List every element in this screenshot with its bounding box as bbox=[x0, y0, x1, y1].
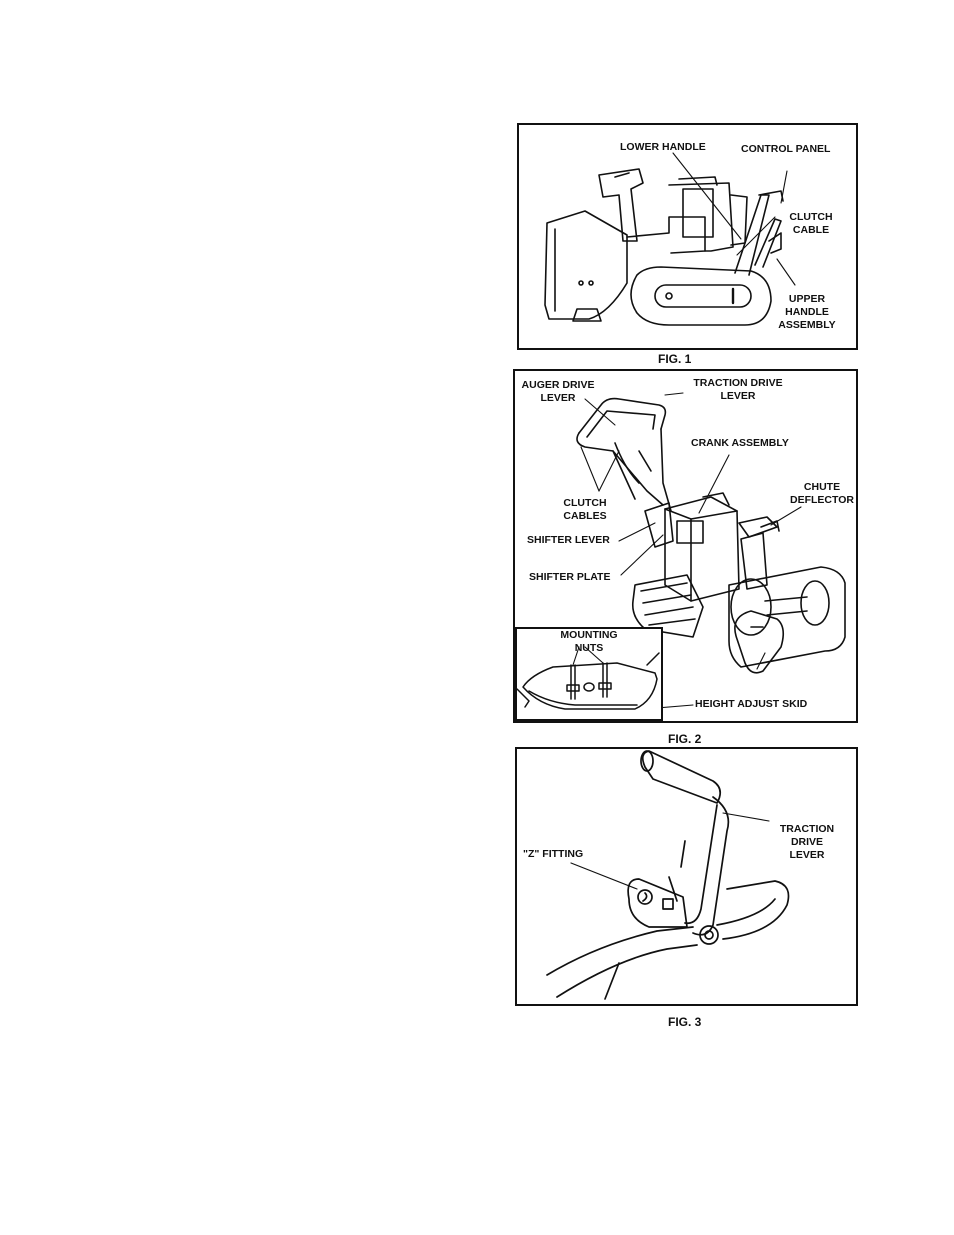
label-crank-assembly: CRANK ASSEMBLY bbox=[691, 437, 789, 450]
label-shifter-plate: SHIFTER PLATE bbox=[529, 571, 610, 584]
label-line: CABLE bbox=[781, 224, 841, 237]
label-control-panel: CONTROL PANEL bbox=[741, 143, 830, 156]
label-height-adjust-skid: HEIGHT ADJUST SKID bbox=[695, 698, 807, 711]
mounting-nuts-detail-inset: MOUNTING NUTS bbox=[515, 627, 663, 721]
label-line: DRIVE bbox=[767, 836, 847, 849]
label-line: NUTS bbox=[549, 642, 629, 655]
label-upper-handle-assembly: UPPER HANDLE ASSEMBLY bbox=[775, 293, 839, 332]
label-line: TRACTION DRIVE bbox=[683, 377, 793, 390]
figure-1-snow-thrower-side-view: LOWER HANDLE CONTROL PANEL CLUTCH CABLE … bbox=[517, 123, 858, 350]
label-line: LEVER bbox=[683, 390, 793, 403]
label-mounting-nuts: MOUNTING NUTS bbox=[549, 629, 629, 655]
label-line: CLUTCH bbox=[781, 211, 841, 224]
label-z-fitting: "Z" FITTING bbox=[523, 848, 583, 861]
label-shifter-lever: SHIFTER LEVER bbox=[527, 534, 610, 547]
label-line: ASSEMBLY bbox=[775, 319, 839, 332]
label-traction-drive-lever: TRACTION DRIVE LEVER bbox=[683, 377, 793, 403]
label-line: CHUTE bbox=[789, 481, 855, 494]
figure-3-traction-lever-detail: TRACTION DRIVE LEVER "Z" FITTING bbox=[515, 747, 858, 1006]
label-chute-deflector: CHUTE DEFLECTOR bbox=[789, 481, 855, 507]
label-traction-drive-lever-detail: TRACTION DRIVE LEVER bbox=[767, 823, 847, 862]
figure-3-caption: FIG. 3 bbox=[668, 1015, 701, 1029]
label-lower-handle: LOWER HANDLE bbox=[620, 141, 706, 154]
figure-2-snow-thrower-perspective: MOUNTING NUTS AUGER DRIVE LEVER TRACTION… bbox=[513, 369, 858, 723]
figure-1-caption: FIG. 1 bbox=[658, 352, 691, 366]
label-line: LEVER bbox=[767, 849, 847, 862]
label-line: AUGER DRIVE bbox=[519, 379, 597, 392]
label-auger-drive-lever: AUGER DRIVE LEVER bbox=[519, 379, 597, 405]
label-line: MOUNTING bbox=[549, 629, 629, 642]
traction-lever-drawing bbox=[517, 749, 856, 1004]
label-line: LEVER bbox=[519, 392, 597, 405]
label-line: TRACTION bbox=[767, 823, 847, 836]
label-clutch-cable: CLUTCH CABLE bbox=[781, 211, 841, 237]
label-line: UPPER bbox=[775, 293, 839, 306]
label-clutch-cables: CLUTCH CABLES bbox=[555, 497, 615, 523]
label-line: CABLES bbox=[555, 510, 615, 523]
label-line: HANDLE bbox=[775, 306, 839, 319]
label-line: CLUTCH bbox=[555, 497, 615, 510]
label-line: DEFLECTOR bbox=[789, 494, 855, 507]
figure-2-caption: FIG. 2 bbox=[668, 732, 701, 746]
